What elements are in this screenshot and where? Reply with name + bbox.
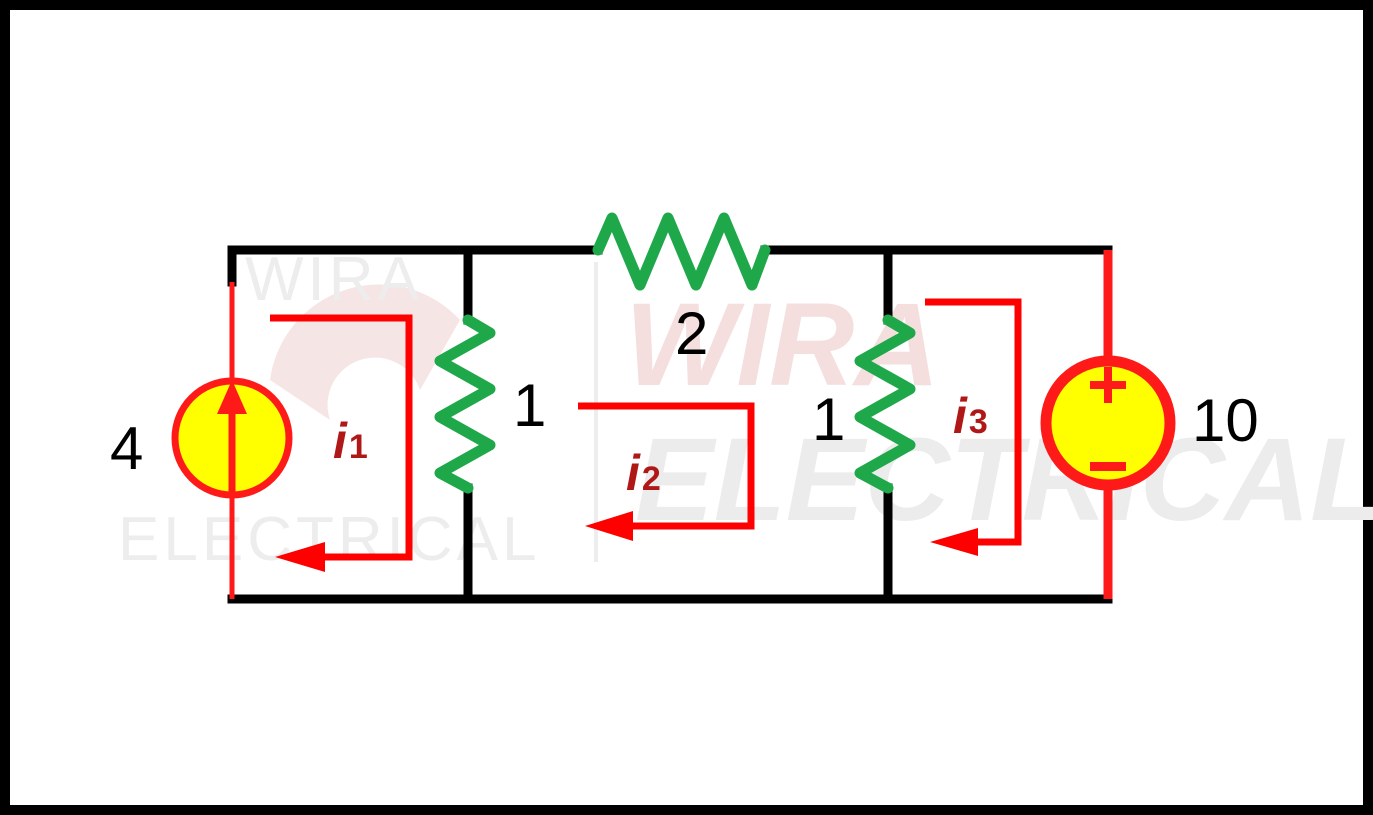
mesh-3-index: 3 xyxy=(969,403,988,441)
mesh-3-path xyxy=(925,298,1022,546)
wires xyxy=(227,245,1113,604)
resistor-2-top-zigzag xyxy=(592,212,771,291)
mesh-1-arrowhead xyxy=(275,542,325,572)
resistor-3-right-zigzag xyxy=(854,314,916,494)
mesh-1-label: i1 xyxy=(333,413,368,469)
mesh-arrowheads xyxy=(275,511,978,572)
mesh-2-symbol: i xyxy=(626,445,641,501)
resistor-2-label: 2 xyxy=(675,300,708,367)
mesh-arrows xyxy=(270,298,1022,561)
resistor-1-left-zigzag xyxy=(434,314,496,494)
resistor-3-label: 1 xyxy=(812,386,845,453)
mesh-2-path xyxy=(578,402,755,530)
mesh-2-index: 2 xyxy=(642,460,661,498)
mesh-3-label: i3 xyxy=(953,388,988,444)
watermark-right-bottom: ELECTRICAL xyxy=(635,414,1373,546)
mesh-2-arrowhead xyxy=(585,511,633,541)
watermark-left-bottom: ELECTRICAL xyxy=(118,505,540,574)
mesh-3-arrowhead xyxy=(930,528,978,556)
voltage-source xyxy=(1040,355,1176,491)
watermark-left-top: WIRA xyxy=(245,245,423,314)
mesh-1-index: 1 xyxy=(349,428,368,466)
resistors xyxy=(434,212,916,494)
current-source-arrow-head xyxy=(217,380,247,414)
current-source xyxy=(171,377,293,499)
mesh-2-label: i2 xyxy=(626,445,661,501)
mesh-1-path xyxy=(270,314,413,561)
watermark-divider xyxy=(594,262,598,562)
voltage-source-label: 10 xyxy=(1192,387,1259,454)
mesh-3-symbol: i xyxy=(953,388,968,444)
voltage-source-plus-v xyxy=(1104,367,1112,403)
voltage-source-circle xyxy=(1040,355,1176,491)
resistor-1-label: 1 xyxy=(513,372,546,439)
current-source-label: 4 xyxy=(110,415,143,482)
voltage-source-minus xyxy=(1090,462,1126,471)
mesh-1-symbol: i xyxy=(333,413,348,469)
